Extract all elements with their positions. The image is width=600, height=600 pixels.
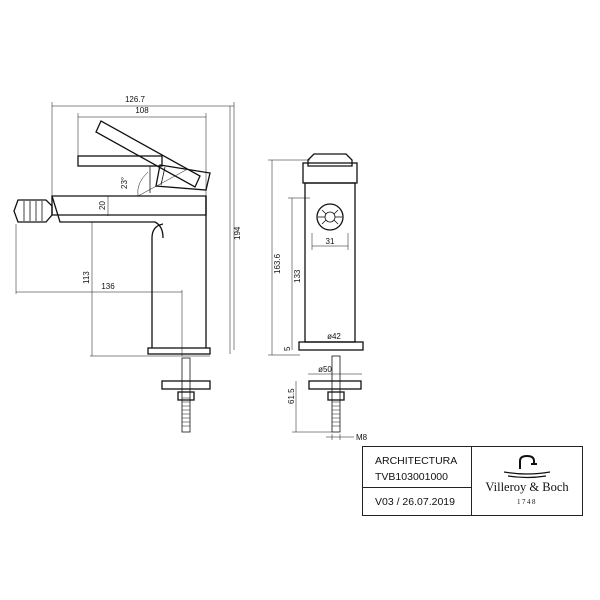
dim-body-height: 133	[293, 269, 302, 283]
article-code: TVB103001000	[375, 471, 448, 483]
dim-spout-reach: 136	[101, 282, 115, 291]
dim-thread: M8	[356, 433, 368, 442]
dim-lever-angle: 23°	[120, 177, 129, 189]
side-view-dimensions: 126.7 108 23° 20 194 113 136	[15, 95, 242, 357]
side-view: 126.7 108 23° 20 194 113 136	[13, 95, 242, 433]
dim-total-height-front: 163.6	[273, 253, 282, 274]
dim-base-diameter: ø42	[327, 332, 341, 341]
dim-spout-height: 113	[82, 271, 91, 284]
brand-name: Villeroy & Boch	[485, 480, 569, 494]
dim-overall-reach: 126.7	[125, 95, 146, 104]
dim-body-width: 31	[326, 237, 335, 246]
title-block: ARCHITECTURA TVB103001000 V03 / 26.07.20…	[362, 446, 583, 516]
brand-year: 1748	[517, 498, 537, 506]
product-series: ARCHITECTURA	[375, 455, 458, 467]
front-view-dimensions: 163.6 133 31 ø42 5 ø50 61.5	[268, 159, 368, 442]
faucet-body-front	[298, 153, 364, 433]
front-view: 163.6 133 31 ø42 5 ø50 61.5	[268, 153, 368, 442]
title-block-divider	[363, 487, 471, 488]
faucet-logo-icon	[503, 454, 551, 479]
version-date: V03 / 26.07.2019	[375, 496, 455, 508]
dim-fixing-diameter: ø50	[318, 365, 332, 374]
dim-lever-reach: 108	[135, 106, 149, 115]
brand-logo: Villeroy & Boch 1748	[472, 447, 582, 515]
title-block-info: ARCHITECTURA TVB103001000 V03 / 26.07.20…	[363, 447, 472, 515]
dim-total-height-side: 194	[233, 226, 242, 240]
dim-spout-step: 20	[98, 201, 107, 210]
dim-rod-length: 61.5	[287, 388, 296, 404]
faucet-body-side	[13, 120, 211, 433]
dim-plate-thickness: 5	[283, 346, 292, 351]
